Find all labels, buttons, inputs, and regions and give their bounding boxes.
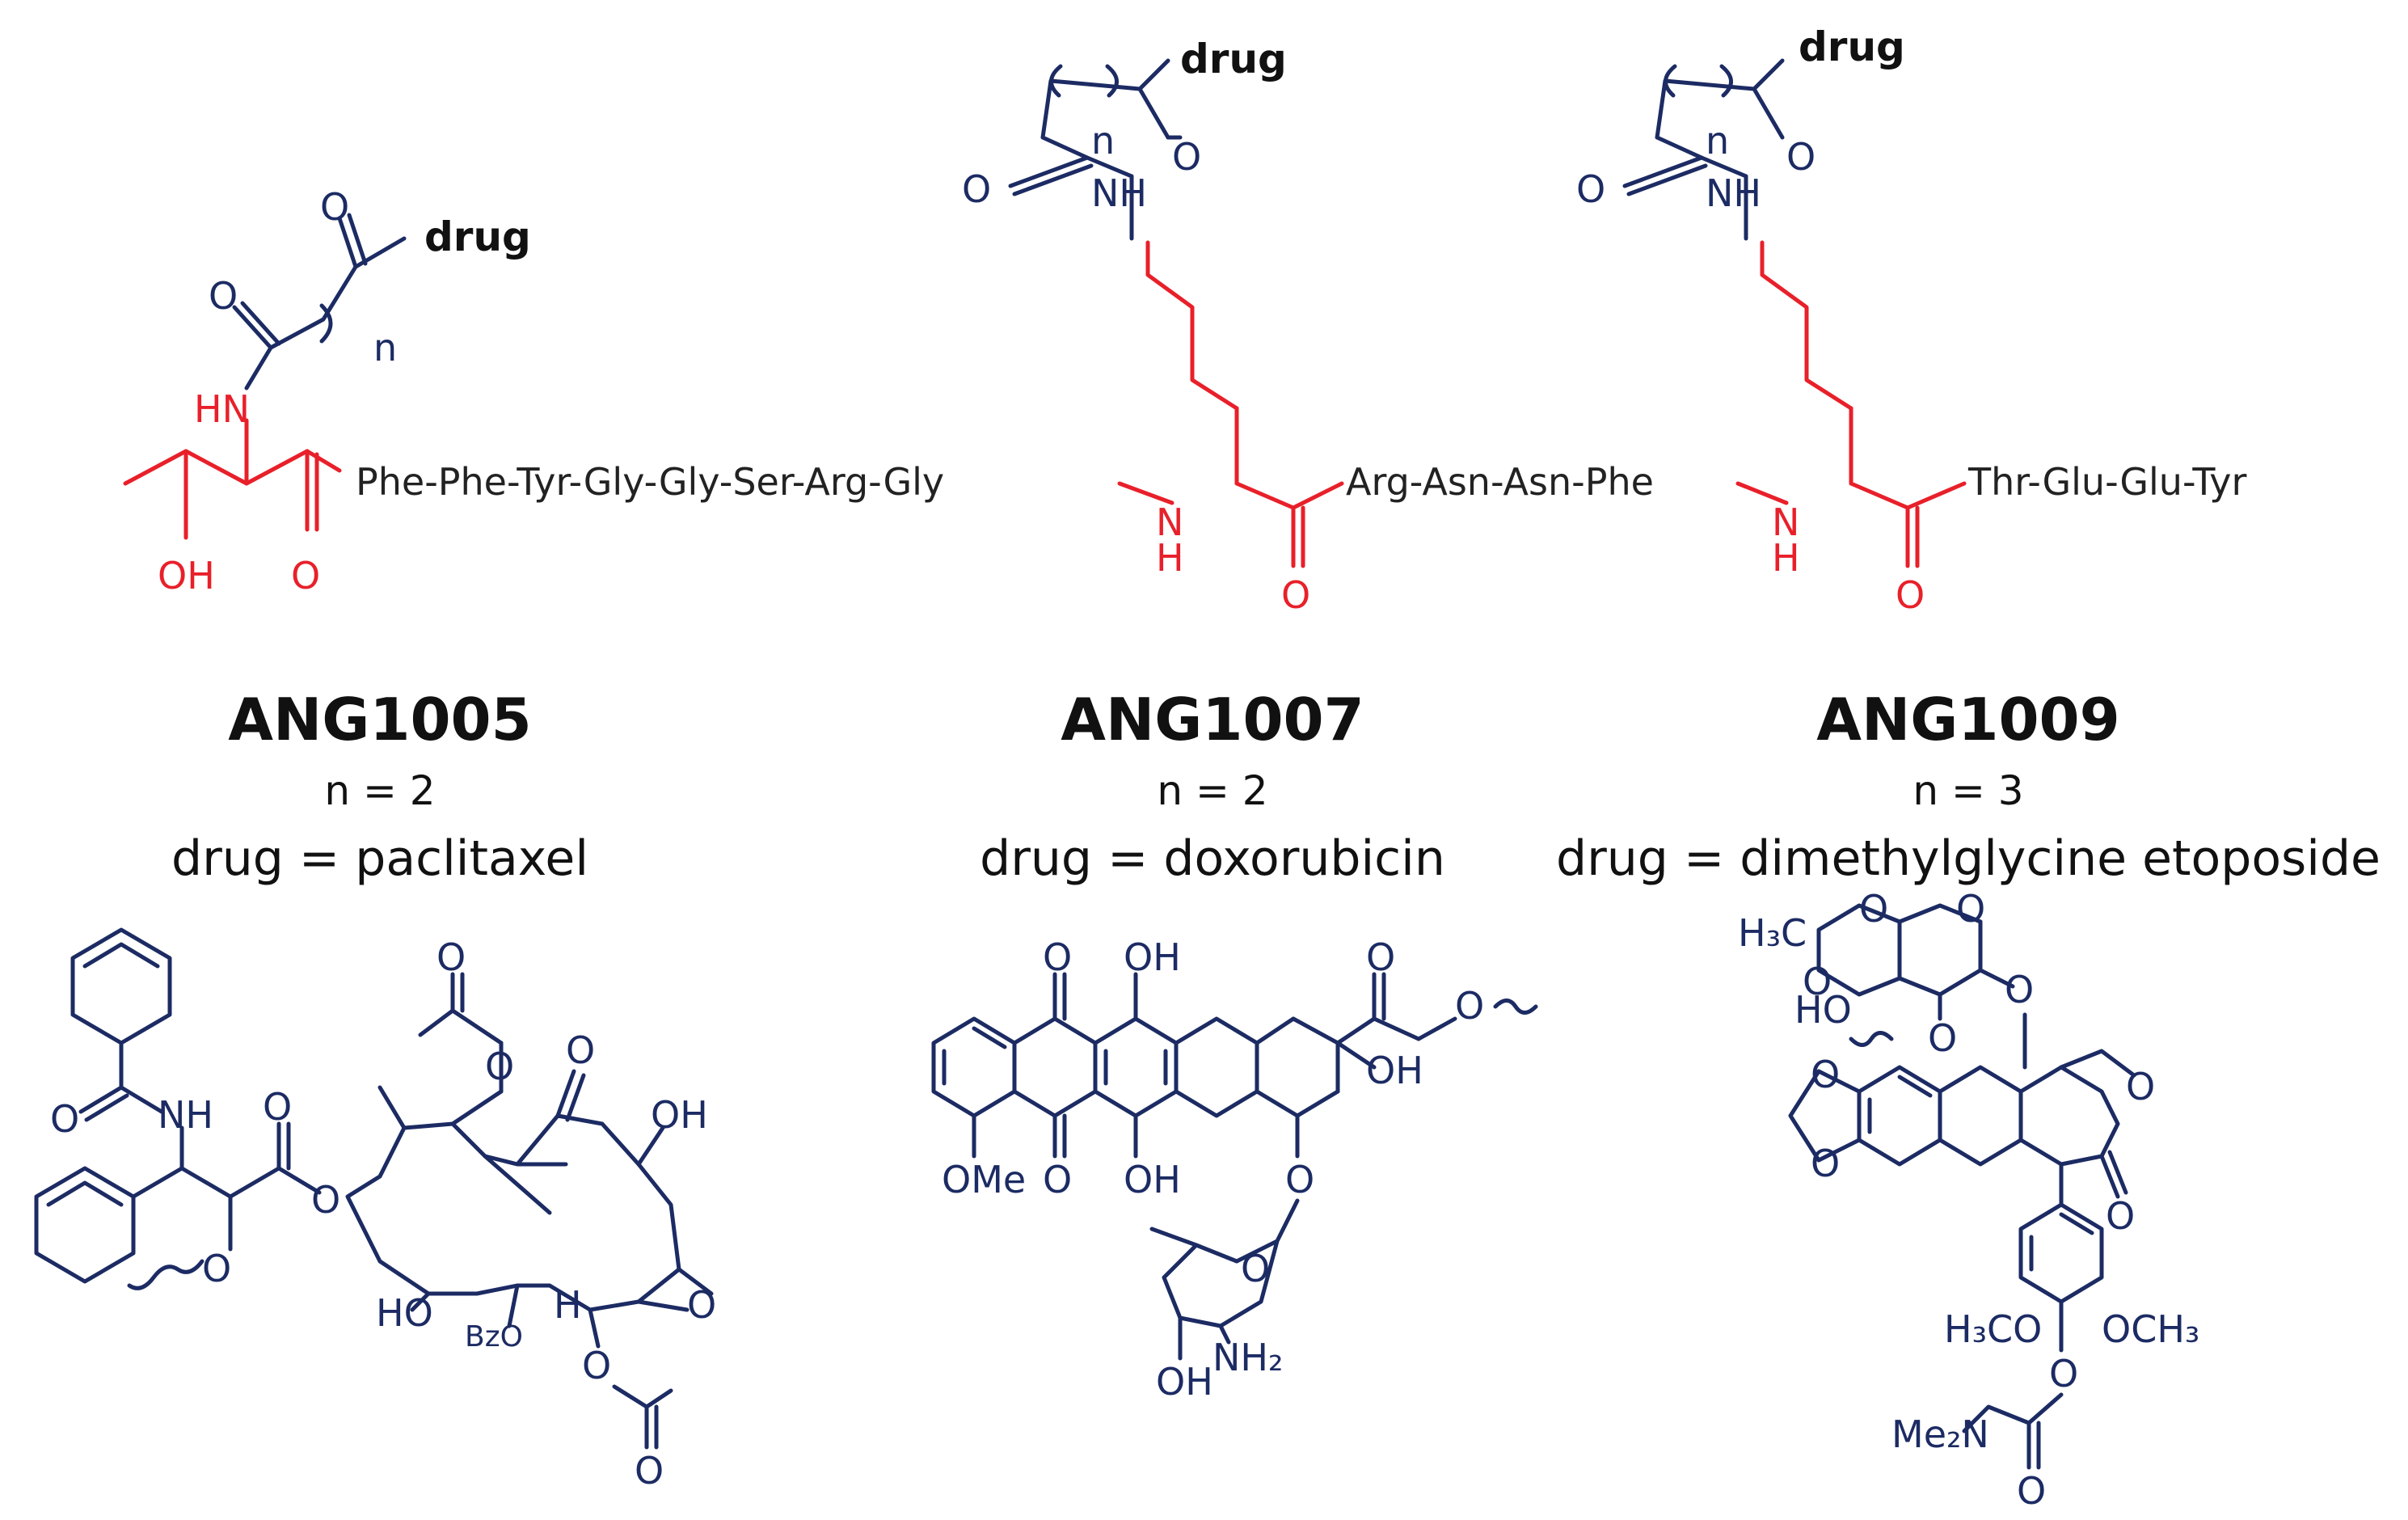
etoposide-ester-oxygen: O [2049,1352,2078,1395]
doxorubicin-amine: NH₂ [1212,1336,1283,1379]
ang1005-n-value: n = 2 [324,767,435,814]
lysine-1-amine-h: H [1156,536,1184,580]
conjugate-labels: ANG1005 n = 2 drug = paclitaxel ANG1007 … [171,686,2381,887]
etoposide-sugar-oxygen: O [1928,1016,1957,1060]
linker-1-drug-label: drug [424,213,531,260]
linker-2-n-label: n [1091,119,1115,163]
doxorubicin-methoxy: OMe [942,1158,1026,1201]
paclitaxel-structure: O NH O O O O O O OH O [34,927,716,1493]
paclitaxel-acetate-oxygen-b: O [635,1449,664,1493]
paclitaxel-ester-link-oxygen: O [311,1178,340,1222]
lysine-2-carbonyl-oxygen: O [1896,573,1925,617]
threonine-amide-hn: HN [194,387,250,431]
ang1005-title: ANG1005 [228,686,531,754]
lysine-1-carbonyl-oxygen: O [1281,573,1310,617]
doxorubicin-sugar-ring-oxygen: O [1241,1247,1270,1290]
doxorubicin-tertiary-hydroxyl: OH [1366,1049,1423,1092]
etoposide-structure: H₃C O O O HO O O O O O O H₃CO OCH₃ O [1738,887,2199,1513]
etoposide-lactone-carbonyl-oxygen: O [2106,1194,2135,1238]
paclitaxel-hydrogen: H [554,1283,582,1327]
doxorubicin-phenol-top: OH [1124,935,1181,979]
lysine-2-amine-h: H [1772,536,1800,580]
etoposide-carbonyl-oxygen: O [2017,1469,2046,1513]
doxorubicin-ketone-oxygen: O [1366,935,1395,979]
paclitaxel-ether-oxygen: O [202,1247,231,1290]
threonine-residue: OH O HN [123,387,342,597]
ang1005-drug: drug = paclitaxel [171,830,588,887]
etoposide-methyl: H₃C [1738,911,1807,955]
lysine-residue-2: N H O [1735,240,1967,617]
linker-2-oxygen-b: O [1172,135,1201,179]
linker-3: NH O O n drug [1576,23,1905,241]
etoposide-lactone-oxygen: O [2126,1065,2155,1108]
ang1007-title: ANG1007 [1061,686,1364,754]
linker-2-drug-label: drug [1180,36,1287,82]
etoposide-pyranose-oxygen: O [1956,887,1985,931]
linker-1-oxygen-b: O [320,185,349,229]
ang1007-n-value: n = 2 [1157,767,1267,814]
ang1009-title: ANG1009 [1816,686,2119,754]
doxorubicin-side-chain-oxygen: O [1455,984,1484,1028]
paclitaxel-acetyl-oxygen-b: O [485,1045,514,1088]
linker-3-oxygen-a: O [1576,167,1605,211]
doxorubicin-phenol-bottom: OH [1124,1158,1181,1201]
paclitaxel-acetate-oxygen-a: O [582,1344,611,1387]
linker-2-oxygen-a: O [962,167,991,211]
linker-1-oxygen-a: O [209,274,238,318]
linker-3-amide-nh: NH [1706,171,1761,215]
etoposide-acetal-oxygen-b: O [1803,960,1832,1003]
linker-3-drug-label: drug [1799,23,1905,70]
paclitaxel-acetyl-oxygen-a: O [436,935,466,979]
linker-2-amide-nh: NH [1091,171,1147,215]
peptide-segment-2: Arg-Asn-Asn-Phe [1346,460,1654,504]
lysine-1-amine-n: N [1156,500,1183,544]
doxorubicin-structure: O O OH OH OMe O O OH O O OH NH₂ [931,935,1538,1404]
doxorubicin-quinone-oxygen-top: O [1043,935,1072,979]
peptide-segment-3: Thr-Glu-Glu-Tyr [1967,460,2246,504]
paclitaxel-amide-nh: NH [158,1093,213,1137]
threonine-hydroxyl: OH [158,554,215,597]
linker-3-n-label: n [1706,119,1729,163]
etoposide-dioxole-oxygen-a: O [1811,1053,1840,1096]
linker-2: NH O O n drug [962,36,1287,241]
threonine-carbonyl-oxygen: O [291,554,320,597]
lysine-residue-1: N H O [1117,240,1344,617]
paclitaxel-benzamide-oxygen: O [50,1097,79,1141]
doxorubicin-quinone-oxygen-bottom: O [1043,1158,1072,1201]
lysine-2-amine-n: N [1772,500,1799,544]
paclitaxel-oxetane-oxygen: O [687,1283,716,1327]
peptide-segment-1: Phe-Phe-Tyr-Gly-Gly-Ser-Arg-Gly [356,460,944,504]
etoposide-dioxole-oxygen-b: O [1811,1142,1840,1185]
ang1009-n-value: n = 3 [1912,767,2023,814]
etoposide-dimethylamine: Me₂N [1891,1412,1989,1456]
peptide-backbone: OH O HN O O n drug Phe-Phe-Tyr-Gly-Gly-S… [123,23,2246,617]
etoposide-methoxy-left: H₃CO [1944,1307,2042,1351]
doxorubicin-glycoside-oxygen: O [1285,1158,1314,1201]
linker-3-oxygen-b: O [1786,135,1815,179]
etoposide-acetal-oxygen-a: O [1859,887,1888,931]
paclitaxel-benzoyloxy: BzO [465,1320,523,1353]
paclitaxel-hydroxyl-bottom: HO [376,1291,433,1335]
paclitaxel-ester-oxygen: O [263,1085,292,1129]
paclitaxel-ketone-oxygen: O [566,1028,595,1072]
linker-1-n-label: n [373,326,397,369]
etoposide-sugar-hydroxyl: HO [1794,988,1852,1032]
etoposide-glycoside-oxygen: O [2005,968,2034,1011]
linker-1: O O n drug [209,185,531,391]
doxorubicin-sugar-hydroxyl: OH [1156,1360,1213,1404]
ang1007-drug: drug = doxorubicin [980,830,1445,887]
paclitaxel-hydroxyl-top: OH [651,1093,708,1137]
ang1009-drug: drug = dimethylglycine etoposide [1556,830,2381,887]
etoposide-methoxy-right: OCH₃ [2102,1307,2199,1351]
